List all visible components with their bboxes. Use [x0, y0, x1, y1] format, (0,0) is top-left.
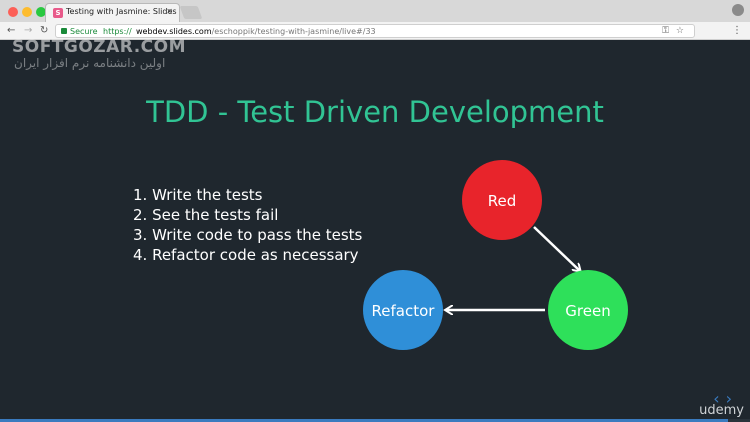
key-icon[interactable]: ⚿ — [662, 26, 669, 36]
green-node-label: Green — [565, 302, 610, 320]
watermark-title: SOFTGOZAR.COM — [12, 37, 187, 57]
refactor-node — [363, 270, 443, 350]
browser-toolbar: ← → ↻ Secure https:// webdev.slides.com/… — [0, 22, 750, 40]
url-path: /eschoppik/testing-with-jasmine/live#/33 — [211, 27, 376, 36]
green-node — [548, 270, 628, 350]
profile-icon[interactable] — [732, 4, 744, 16]
slide-progress-fill — [0, 419, 728, 422]
close-window-button[interactable] — [8, 7, 18, 17]
star-icon[interactable]: ☆ — [675, 26, 684, 36]
maximize-window-button[interactable] — [36, 7, 46, 17]
forward-arrow-icon[interactable]: → — [24, 25, 33, 36]
tab-close-icon[interactable]: ✕ — [166, 7, 173, 16]
slide-title: TDD - Test Driven Development — [146, 95, 604, 129]
slide-navigation: ‹› — [713, 389, 738, 408]
red-node-label: Red — [488, 192, 517, 210]
tdd-steps-list: 1. Write the tests 2. See the tests fail… — [133, 185, 362, 265]
watermark-subtitle: اولین دانشنامه نرم افزار ایران — [14, 56, 166, 70]
slides-favicon-icon: S — [53, 8, 63, 18]
refactor-node-label: Refactor — [372, 302, 436, 320]
back-arrow-icon[interactable]: ← — [7, 25, 16, 36]
secure-label[interactable]: Secure — [70, 27, 98, 36]
list-item: 4. Refactor code as necessary — [133, 246, 359, 264]
slide-progress-bar — [0, 419, 750, 422]
address-bar[interactable]: Secure https:// webdev.slides.com/eschop… — [55, 24, 695, 38]
chevron-left-icon[interactable]: ‹ — [713, 389, 726, 408]
url-host: webdev.slides.com — [136, 27, 212, 36]
minimize-window-button[interactable] — [22, 7, 32, 17]
list-item: 2. See the tests fail — [133, 206, 279, 224]
url-scheme: https:// — [103, 27, 132, 36]
menu-icon[interactable]: ⋮ — [732, 25, 742, 36]
browser-tab-strip: S Testing with Jasmine: Slides ✕ — [0, 0, 750, 22]
chevron-right-icon[interactable]: › — [725, 389, 738, 408]
arrow-red-to-green — [533, 226, 580, 271]
list-item: 1. Write the tests — [133, 186, 263, 204]
udemy-logo: udemy — [699, 403, 744, 418]
tab-title: Testing with Jasmine: Slides — [66, 7, 177, 16]
list-item: 3. Write code to pass the tests — [133, 226, 363, 244]
browser-tab[interactable]: S Testing with Jasmine: Slides ✕ — [45, 3, 180, 22]
lock-icon[interactable] — [61, 28, 67, 34]
reload-icon[interactable]: ↻ — [40, 25, 49, 36]
url-text: webdev.slides.com/eschoppik/testing-with… — [136, 26, 376, 37]
red-node — [462, 160, 542, 240]
